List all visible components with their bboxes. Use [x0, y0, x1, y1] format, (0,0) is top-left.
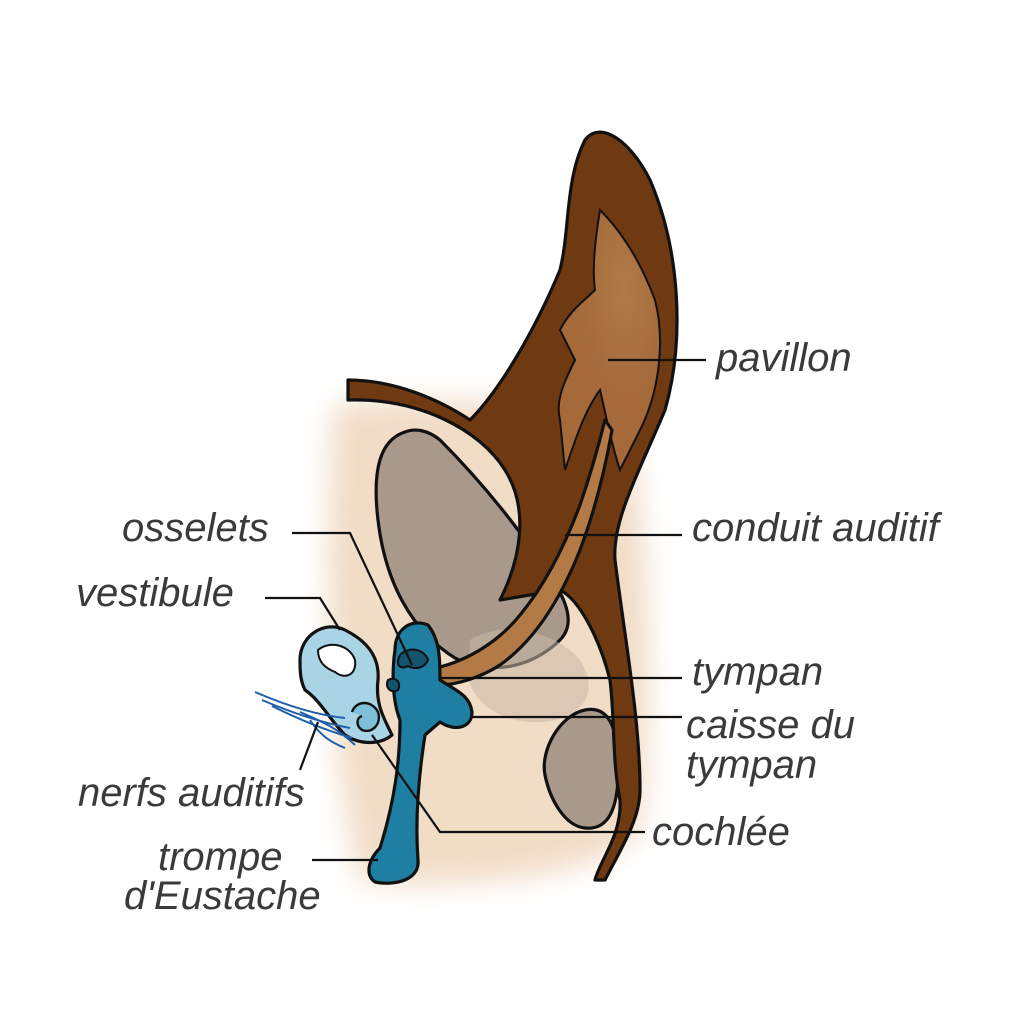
label-caisse-du-tympan-line1: caisse du [686, 703, 855, 747]
leader-vestibule [265, 596, 341, 631]
label-vestibule: vestibule [76, 571, 234, 615]
label-trompe-line2: d'Eustache [124, 874, 321, 918]
semicircular-canal-loop [316, 643, 357, 677]
label-cochlee: cochlée [652, 810, 790, 854]
label-pavillon: pavillon [715, 336, 852, 380]
label-nerfs-auditifs: nerfs auditifs [78, 771, 305, 815]
label-caisse-du-tympan-line2: tympan [686, 743, 817, 787]
label-osselets: osselets [122, 506, 269, 550]
cochlea-spiral [350, 701, 381, 733]
ear-canal [434, 418, 614, 687]
ossicles-shape [386, 648, 430, 693]
label-trompe-line1: trompe [158, 835, 283, 879]
label-conduit-auditif: conduit auditif [692, 506, 943, 550]
leader-cochlee [371, 734, 645, 834]
pinna-inner-highlight [557, 207, 661, 473]
leader-osselets [292, 531, 413, 666]
label-tympan: tympan [692, 650, 823, 694]
auditory-nerves [254, 691, 356, 749]
leader-nerfs-auditifs [298, 721, 320, 771]
